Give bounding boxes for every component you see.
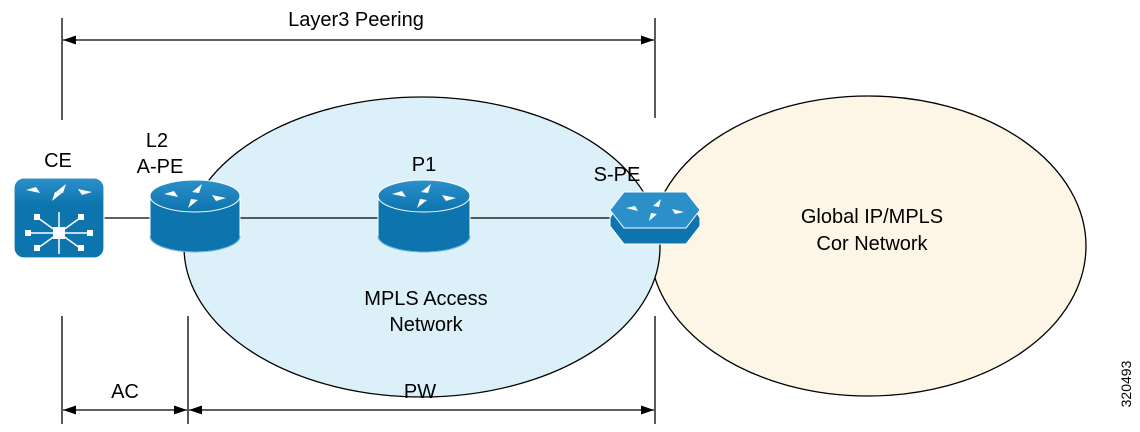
pw-label: PW: [404, 381, 436, 403]
global-network-label-line2: Cor Network: [816, 233, 928, 255]
p1-router-icon: [377, 179, 471, 253]
ce-label: CE: [44, 150, 72, 172]
access-network-label-line2: Network: [389, 314, 463, 336]
spe-hexagon-router-icon: [609, 191, 701, 245]
ape-label: A-PE: [137, 156, 184, 178]
ac-label: AC: [111, 381, 139, 403]
ape-router-icon: [149, 179, 241, 253]
layer3-peering-label: Layer3 Peering: [288, 9, 424, 31]
ce-router-icon: [13, 177, 105, 259]
spe-label: S-PE: [594, 164, 641, 186]
p1-label: P1: [412, 154, 436, 176]
figure-id-label: 320493: [1118, 360, 1134, 407]
global-network-label-line1: Global IP/MPLS: [801, 206, 943, 228]
l2-label: L2: [146, 130, 168, 152]
access-network-label-line1: MPLS Access: [364, 288, 487, 310]
